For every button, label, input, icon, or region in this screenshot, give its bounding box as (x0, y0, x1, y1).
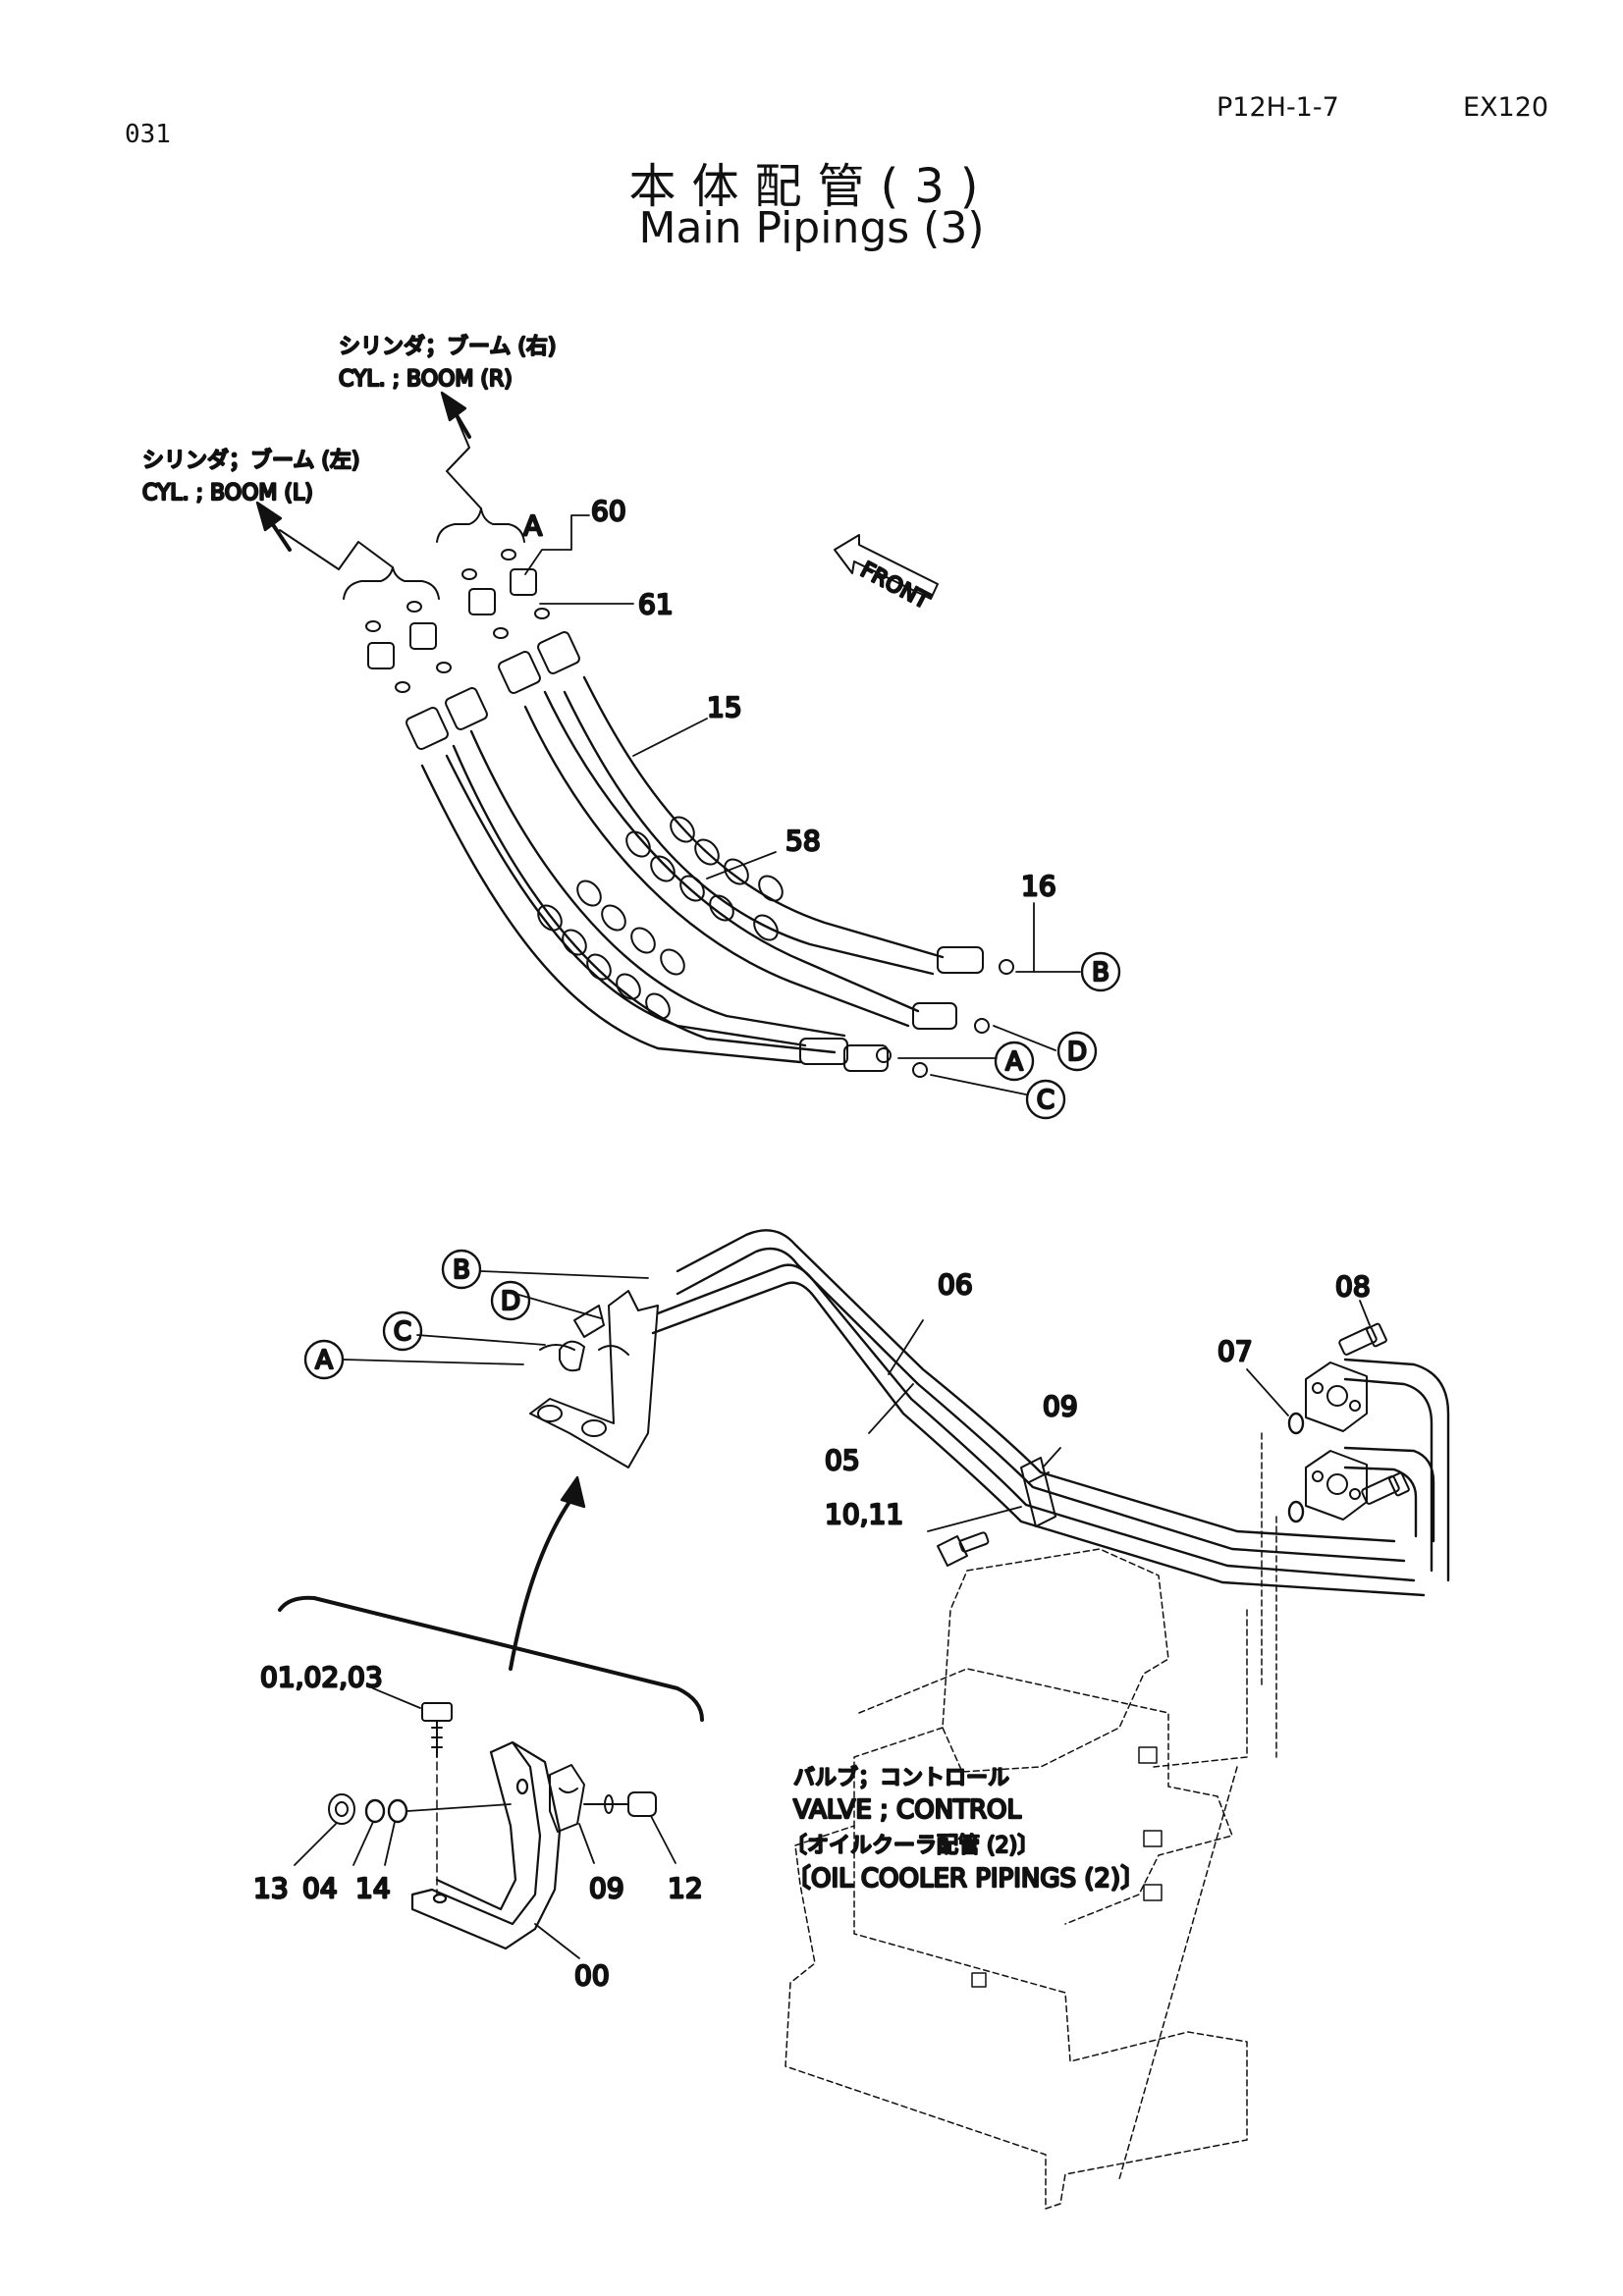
front-label: FRONT (856, 558, 934, 614)
detail-frame (278, 1595, 704, 1722)
flange-lower (1305, 1450, 1368, 1521)
pipe-assembly (278, 1229, 1450, 2210)
hose-sleeves (537, 816, 784, 1020)
part-number-09-pipe: 09 (1043, 1390, 1078, 1422)
callout-boom-r-jp: シリンダ；ブーム (右) (339, 335, 557, 359)
callout-boom-l-jp: シリンダ；ブーム (左) (142, 449, 360, 473)
port-circle-d-upper (1056, 1031, 1098, 1072)
oil-cooler-label-en: 〔OIL COOLER PIPINGS (2)〕 (785, 1864, 1146, 1894)
valve-label-en: VALVE ; CONTROL (793, 1795, 1022, 1825)
part-number-10-11: 10,11 (825, 1498, 903, 1530)
port-circle-a-upper (994, 1041, 1035, 1082)
port-circle-c-lower (382, 1310, 423, 1352)
port-label-a-top: A (523, 509, 542, 542)
port-label-a-lower: A (315, 1346, 333, 1375)
part-number-01-03: 01,02,03 (260, 1661, 383, 1693)
callout-boom-r-en: CYL. ; BOOM (R) (339, 367, 513, 392)
control-valve (784, 1432, 1277, 2210)
lower-fittings (799, 946, 1014, 1078)
part-number-14: 14 (355, 1872, 391, 1904)
part-number-16: 16 (1021, 870, 1056, 902)
hose-3 (523, 690, 920, 1028)
valve-fittings (971, 1746, 1163, 1988)
detail-leaders (294, 1687, 676, 1959)
boom-braces (279, 416, 525, 600)
upper-leaders (524, 514, 1081, 1095)
port-circle-b-upper (1080, 951, 1121, 992)
arrow-boom-r (440, 391, 471, 439)
o-ring-07-upper (1287, 1412, 1305, 1435)
flange-upper (1305, 1362, 1368, 1432)
part-number-05: 05 (825, 1444, 860, 1476)
port-label-c-upper: C (1037, 1086, 1055, 1115)
hose-assembly (255, 391, 1081, 1095)
bolt-10-11 (937, 1531, 990, 1567)
port-label-d-upper: D (1067, 1038, 1087, 1067)
lower-leaders (343, 1270, 1371, 1532)
arrow-boom-l (255, 501, 292, 552)
hose-2 (452, 729, 846, 1054)
bracket-00 (410, 1740, 562, 1950)
exploded-arrow (509, 1475, 586, 1671)
cooler-pipes (1343, 1358, 1450, 1582)
port-circle-d-lower (490, 1280, 531, 1321)
port-label-a-upper: A (1005, 1047, 1023, 1077)
clamp-09-detail (549, 1764, 585, 1833)
bolt-12 (583, 1791, 657, 1817)
bracket-detail (294, 1687, 676, 1959)
part-number-12: 12 (668, 1872, 703, 1904)
part-number-13: 13 (253, 1872, 289, 1904)
bolt-01-03 (421, 1702, 453, 1896)
nut-13 (328, 1793, 355, 1825)
bolt-08 (1338, 1322, 1410, 1505)
upper-fittings (365, 549, 580, 750)
model-name: EX120 (1463, 92, 1549, 123)
oil-cooler-label-jp: 〔オイルクーラ配管 (2)〕 (785, 1834, 1039, 1858)
port-circle-b-lower (441, 1249, 482, 1290)
port-label-b-lower: B (453, 1255, 470, 1285)
port-label-c-lower: C (394, 1317, 411, 1347)
port-label-b-upper: B (1092, 958, 1109, 988)
clamp-09-pipe (1020, 1457, 1056, 1527)
part-number-61: 61 (638, 588, 674, 620)
document-code: P12H-1-7 (1217, 92, 1339, 123)
part-number-00: 00 (574, 1959, 610, 1992)
part-number-09-detail: 09 (589, 1872, 624, 1904)
washer-04 (364, 1798, 386, 1824)
bracket-upper (529, 1290, 659, 1468)
front-arrow-icon (834, 534, 939, 600)
part-number-58: 58 (785, 825, 821, 857)
part-number-06: 06 (938, 1268, 973, 1301)
part-number-15: 15 (707, 691, 742, 723)
callout-boom-l-en: CYL. ; BOOM (L) (142, 481, 313, 506)
part-number-08: 08 (1335, 1270, 1371, 1303)
part-number-04: 04 (302, 1872, 338, 1904)
part-number-07: 07 (1217, 1335, 1253, 1367)
port-circle-c-upper (1025, 1079, 1066, 1120)
page-number: 031 (125, 120, 171, 149)
o-ring-07-lower (1287, 1500, 1305, 1523)
title-japanese: 本体配管(3) (628, 159, 995, 214)
valve-label-jp: バルブ；コントロール (793, 1766, 1009, 1790)
pipe-05-06 (651, 1229, 1426, 1597)
port-circle-a-lower (303, 1339, 345, 1380)
title-english: Main Pipings (3) (638, 203, 985, 253)
washer-14 (387, 1798, 408, 1824)
part-number-60: 60 (591, 495, 626, 527)
port-label-d-lower: D (501, 1287, 520, 1316)
